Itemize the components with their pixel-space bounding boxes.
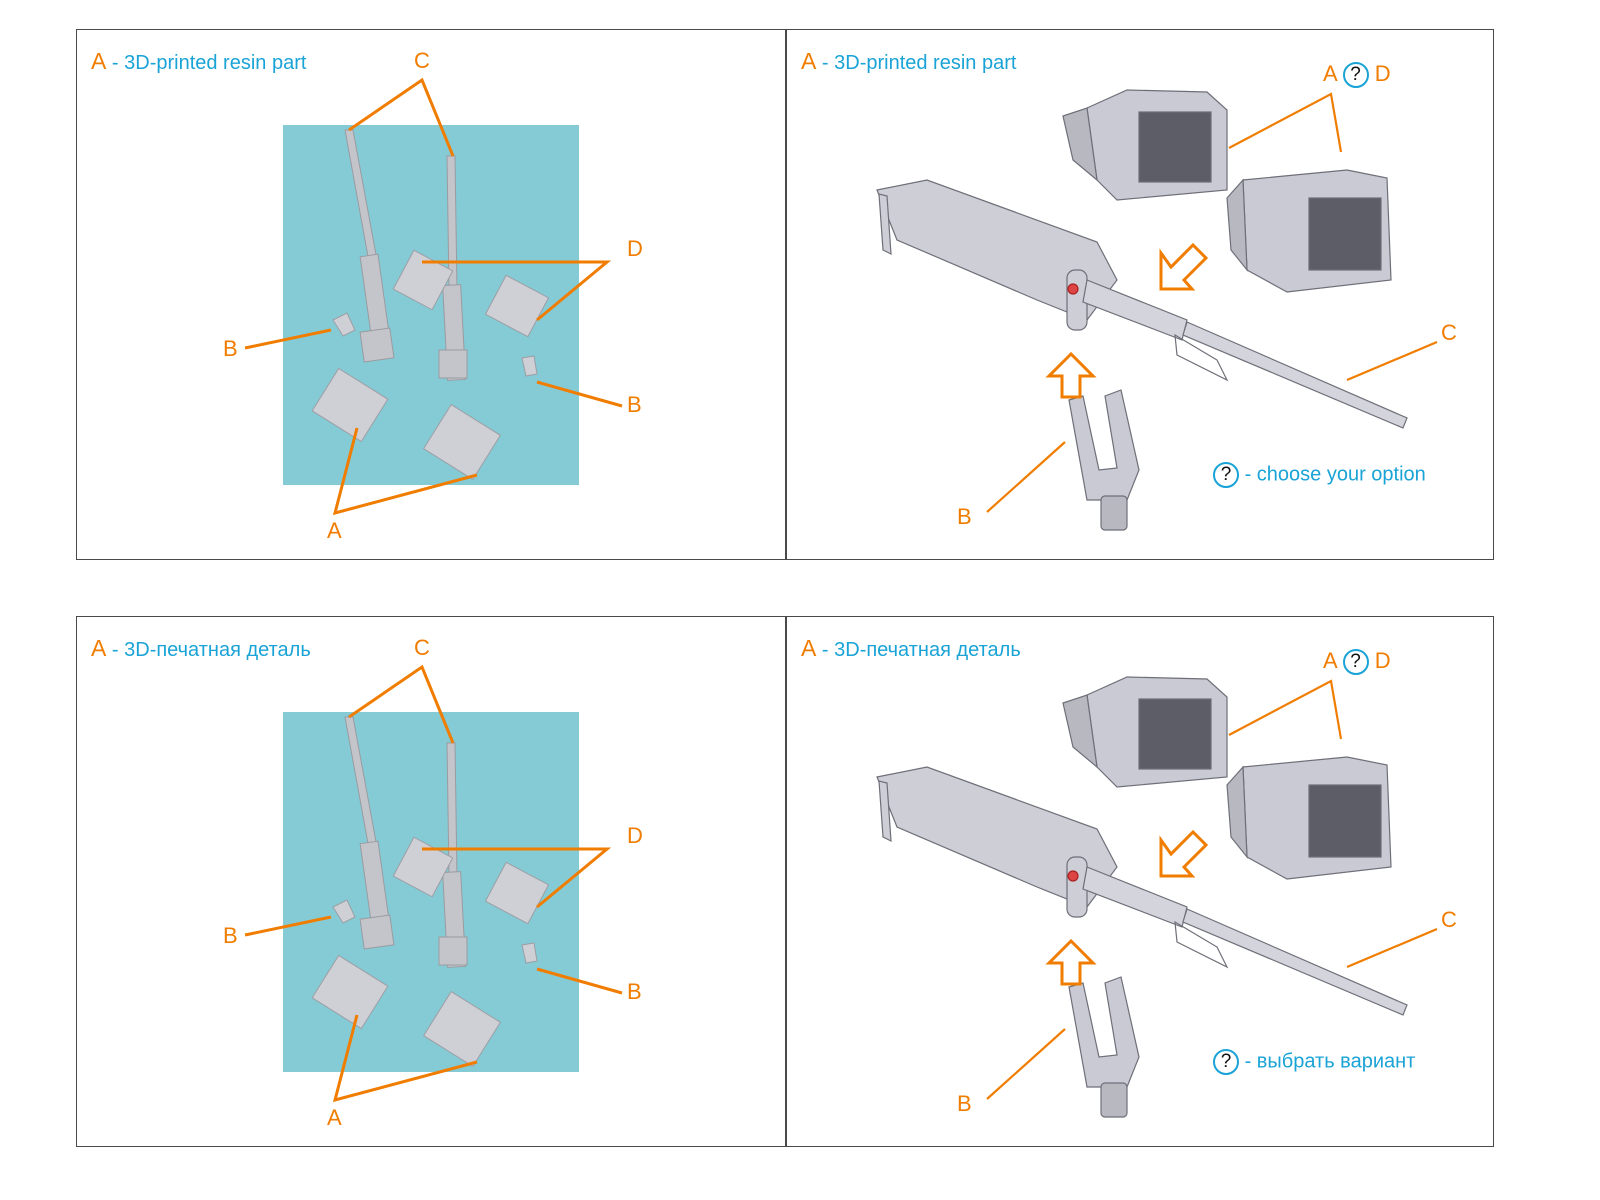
gun-right-part xyxy=(438,155,468,381)
callout-lines xyxy=(986,679,1438,1100)
assembly-arrow-diagonal-icon xyxy=(1159,829,1209,878)
assembly-illustration xyxy=(876,676,1438,1118)
assembly-illustration xyxy=(876,89,1438,531)
resin-part-legend: A - 3D-printed resin part xyxy=(91,48,306,75)
callout-d: D xyxy=(627,823,643,848)
callout-b-left: B xyxy=(223,923,238,948)
legend-key: A xyxy=(91,48,107,74)
callout-c: C xyxy=(1441,320,1457,345)
resin-part-legend: A - 3D-печатная деталь xyxy=(801,635,1021,662)
instruction-step-frame-ru: A - 3D-печатная деталь xyxy=(76,616,1494,1147)
assembly-panel: A - 3D-printed resin part xyxy=(787,30,1493,559)
machine-gun-body xyxy=(876,179,1118,331)
callout-a: A xyxy=(327,518,342,543)
choose-option-note: ? - choose your option xyxy=(1213,462,1426,488)
cradle-part-b xyxy=(1068,976,1140,1118)
resin-part-legend: A - 3D-печатная деталь xyxy=(91,635,311,662)
sprue-layout-panel: A - 3D-printed resin part xyxy=(77,30,785,559)
option-callout: A ? D xyxy=(1323,62,1391,88)
legend-text: - 3D-печатная деталь xyxy=(821,639,1021,661)
legend-key: A xyxy=(91,635,107,661)
legend-text: - 3D-printed resin part xyxy=(821,52,1017,74)
callout-lines xyxy=(986,92,1438,513)
legend-text: - 3D-printed resin part xyxy=(111,52,307,74)
ammo-box-a1 xyxy=(311,954,389,1030)
assembly-panel: A - 3D-печатная деталь xyxy=(787,617,1493,1146)
choose-option-text: - выбрать вариант xyxy=(1244,1050,1416,1073)
choose-option-text: - choose your option xyxy=(1244,463,1426,486)
barrel-part-c xyxy=(1082,279,1408,429)
option-callout: A ? D xyxy=(1323,649,1391,675)
callout-c: C xyxy=(414,48,430,73)
question-circle-icon: ? xyxy=(1342,649,1369,675)
instruction-step-frame-en: A - 3D-printed resin part xyxy=(76,29,1494,560)
gun-left-part xyxy=(344,716,395,950)
callout-b-right: B xyxy=(627,979,642,1004)
ammo-box-a1 xyxy=(311,367,389,443)
callout-a: A xyxy=(327,1105,342,1130)
cradle-part-b xyxy=(1068,389,1140,531)
callout-d: D xyxy=(1374,60,1391,86)
callout-lines xyxy=(244,664,623,1103)
cradle-b1 xyxy=(332,899,356,924)
gun-left-part xyxy=(344,129,395,363)
callout-c: C xyxy=(1441,907,1457,932)
assembly-arrows xyxy=(1045,242,1209,399)
panel-divider xyxy=(785,30,787,559)
legend-key: A xyxy=(801,635,817,661)
cradle-b1 xyxy=(332,312,356,337)
callout-lines xyxy=(244,77,623,516)
callout-b-right: B xyxy=(627,392,642,417)
sprue-layout-panel: A - 3D-печатная деталь xyxy=(77,617,785,1146)
sprue-illustration xyxy=(244,664,623,1103)
ammo-box-option-d xyxy=(1226,169,1392,293)
callout-b: B xyxy=(957,504,972,529)
assembly-arrow-diagonal-icon xyxy=(1159,242,1209,291)
cradle-b2 xyxy=(521,942,538,964)
callout-a: A xyxy=(1323,60,1337,86)
ammo-box-option-d xyxy=(1226,756,1392,880)
gun-right-part xyxy=(438,742,468,968)
panel-divider xyxy=(785,617,787,1146)
machine-gun-body xyxy=(876,766,1118,918)
callout-c: C xyxy=(414,635,430,660)
ammo-box-option-a xyxy=(1062,676,1228,788)
ammo-box-a2 xyxy=(422,403,502,481)
assembly-arrow-up-icon xyxy=(1045,351,1097,399)
callout-d: D xyxy=(627,236,643,261)
legend-key: A xyxy=(801,48,817,74)
resin-part-legend: A - 3D-printed resin part xyxy=(801,48,1016,75)
cradle-b2 xyxy=(521,355,538,377)
assembly-arrows xyxy=(1045,829,1209,986)
callout-d: D xyxy=(1374,647,1391,673)
choose-option-note: ? - выбрать вариант xyxy=(1213,1049,1415,1075)
question-circle-icon: ? xyxy=(1342,62,1369,88)
sprue-illustration xyxy=(244,77,623,516)
legend-text: - 3D-печатная деталь xyxy=(111,639,311,661)
question-circle-icon: ? xyxy=(1213,1049,1239,1075)
ammo-box-a2 xyxy=(422,990,502,1068)
ammo-box-option-a xyxy=(1062,89,1228,201)
assembly-arrow-up-icon xyxy=(1045,938,1097,986)
callout-b-left: B xyxy=(223,336,238,361)
question-circle-icon: ? xyxy=(1213,462,1239,488)
callout-a: A xyxy=(1323,647,1337,673)
barrel-part-c xyxy=(1082,866,1408,1016)
callout-b: B xyxy=(957,1091,972,1116)
